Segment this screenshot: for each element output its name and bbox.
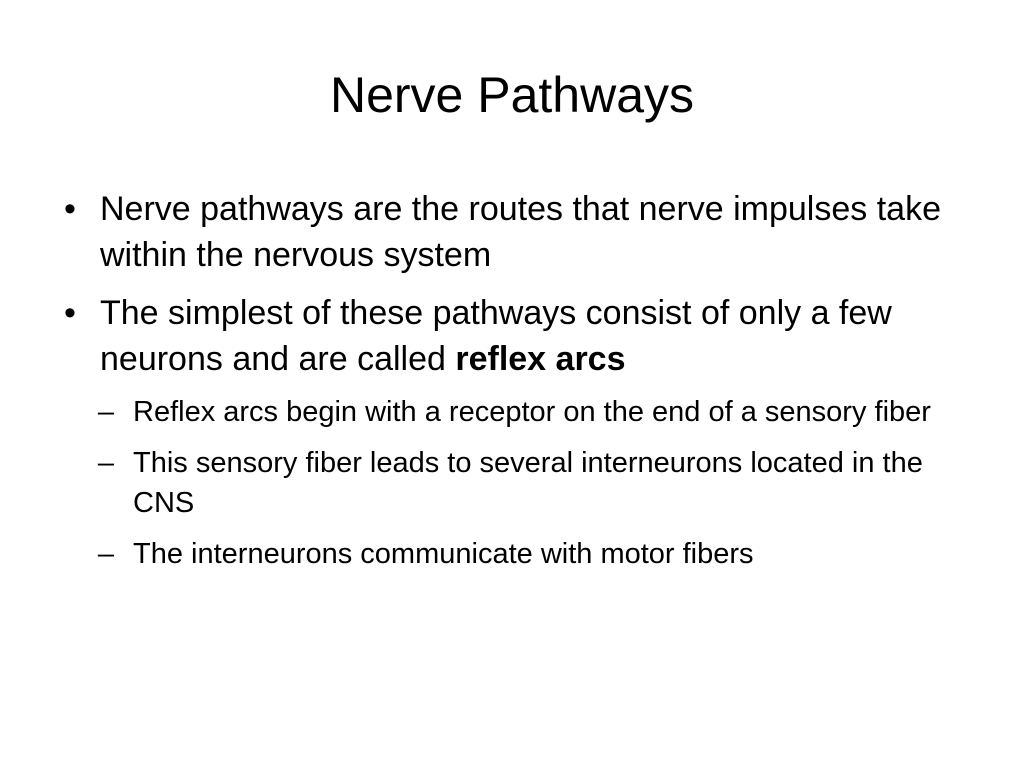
sub-bullet-text: The interneurons communicate with motor … (133, 538, 754, 570)
sub-bullet-list: – Reflex arcs begin with a receptor on t… (88, 392, 970, 574)
slide-title: Nerve Pathways (329, 67, 695, 123)
bullet-marker: • (64, 294, 76, 332)
bullet-text: Nerve pathways are the routes that nerve… (100, 190, 941, 274)
bullet-item-simplest-pathways: • The simplest of these pathways consist… (60, 290, 970, 574)
bullet-text: The simplest of these pathways consist o… (100, 294, 892, 378)
sub-bullet-text: Reflex arcs begin with a receptor on the… (133, 396, 931, 428)
dash-marker: – (97, 538, 115, 570)
bold-term-reflex-arcs: reflex arcs (455, 340, 626, 378)
sub-bullet-item: – The interneurons communicate with moto… (88, 534, 970, 574)
sub-bullet-text: This sensory fiber leads to several inte… (133, 447, 923, 519)
bullet-list: • Nerve pathways are the routes that ner… (60, 186, 970, 586)
sub-bullet-item: – Reflex arcs begin with a receptor on t… (88, 392, 970, 432)
bullet-text-main: The simplest of these pathways consist o… (100, 294, 892, 378)
dash-marker: – (97, 447, 115, 479)
sub-bullet-item: – This sensory fiber leads to several in… (88, 443, 970, 523)
bullet-item-nerve-pathways: • Nerve pathways are the routes that ner… (60, 186, 970, 278)
bullet-marker: • (64, 190, 76, 228)
dash-marker: – (97, 396, 115, 428)
